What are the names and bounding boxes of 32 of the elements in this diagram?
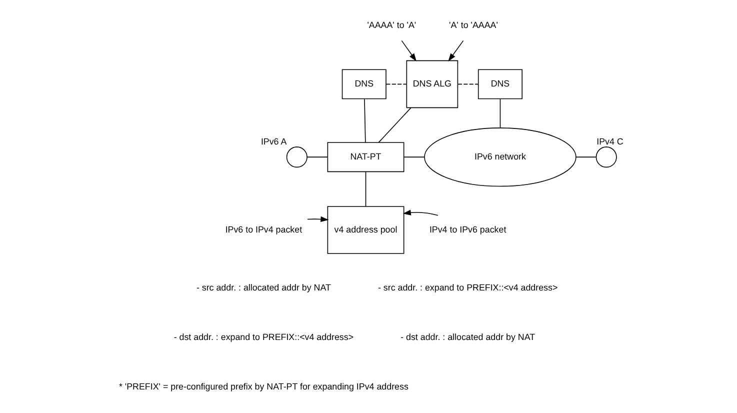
- label: - dst addr. : allocated addr by NAT: [400, 332, 535, 342]
- node-label: IPv6 A: [260, 136, 286, 146]
- connector: [402, 156, 424, 158]
- label: - dst addr. : expand to PREFIX::<v4 address>: [173, 332, 354, 342]
- connector: [364, 172, 366, 207]
- node-box: v4 address pool: [326, 206, 404, 254]
- label: - src addr. : allocated addr by NAT: [196, 282, 330, 293]
- node-ellipse: IPv6 network: [424, 128, 576, 187]
- node-text: 'A' to 'AAAA': [448, 20, 498, 30]
- connector: [378, 108, 411, 143]
- connector: [575, 156, 596, 158]
- node-box: NAT-PT: [326, 142, 404, 172]
- connector: [364, 98, 366, 143]
- label: - src addr. : expand to PREFIX::<v4 address>: [377, 282, 558, 293]
- node-circle: [595, 146, 616, 168]
- connector: [457, 84, 478, 85]
- node-text: IPv6 to IPv4 packet: [224, 224, 302, 234]
- node-box: DNS ALG: [406, 60, 458, 108]
- connector: [385, 84, 406, 85]
- arrow: [400, 40, 416, 62]
- node-box: DNS: [341, 69, 386, 100]
- label: * 'PREFIX' = pre-configured prefix by NAT-PT for expanding IPv4 address: [118, 381, 408, 392]
- arrow: [402, 210, 438, 216]
- arrow: [306, 216, 328, 222]
- connector: [499, 98, 500, 128]
- node-box: DNS: [477, 69, 522, 100]
- arrow: [448, 40, 464, 62]
- node-text: IPv4 to IPv6 packet: [428, 224, 506, 234]
- connector: [306, 156, 328, 158]
- node-text: 'AAAA' to 'A': [366, 20, 416, 30]
- node-circle: [286, 146, 307, 168]
- node-label: IPv4 C: [596, 136, 623, 146]
